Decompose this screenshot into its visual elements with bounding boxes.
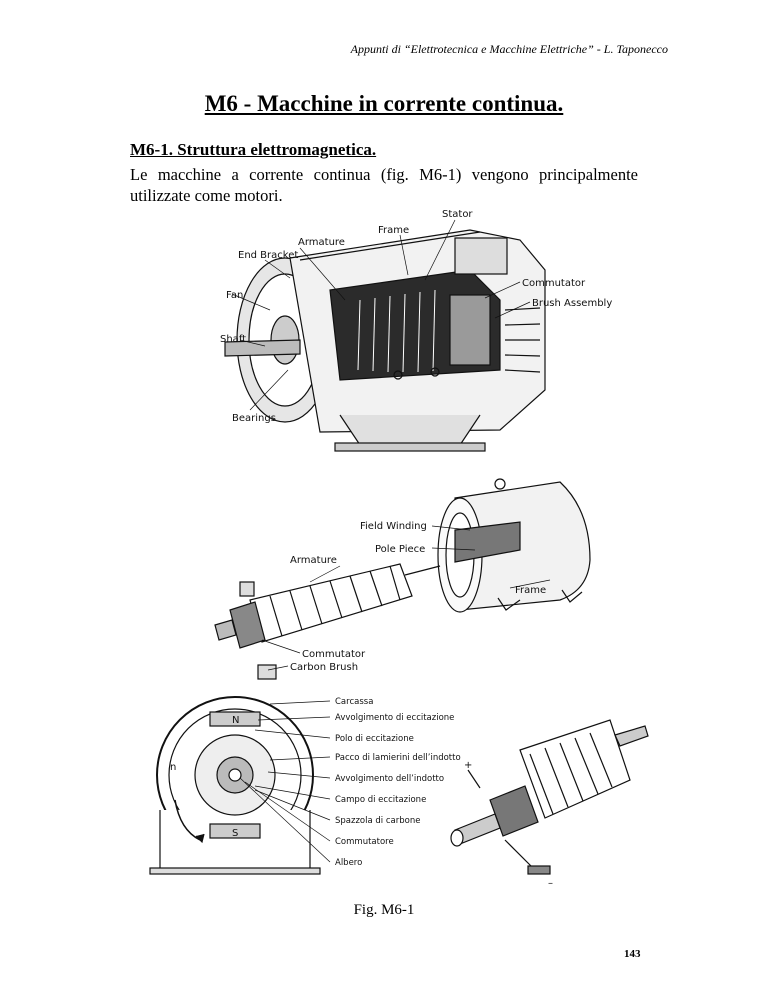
label-avvolgimento-eccitazione: Avvolgimento di eccitazione	[335, 713, 454, 723]
label-speed-n: n	[170, 762, 176, 773]
label-armature: Armature	[298, 237, 345, 248]
label-south: S	[232, 828, 238, 839]
label-pole-piece: Pole Piece	[375, 544, 425, 555]
label-armature-2: Armature	[290, 555, 337, 566]
figure-caption: Fig. M6-1	[353, 902, 415, 918]
label-bearings: Bearings	[232, 413, 276, 424]
label-carbon-brush: Carbon Brush	[290, 662, 358, 673]
label-campo: Campo di eccitazione	[335, 795, 426, 805]
label-end-bracket: End Bracket	[238, 250, 298, 261]
section-heading: M6-1. Struttura elettromagnetica.	[130, 140, 377, 159]
figure-exploded-view: Field Winding Pole Piece Armature Frame …	[0, 470, 768, 690]
label-frame: Frame	[378, 225, 409, 236]
label-spazzola: Spazzola di carbone	[335, 816, 420, 826]
motor-cutaway-drawing: Stator Frame Armature End Bracket Commut…	[220, 209, 612, 452]
label-stator: Stator	[442, 209, 473, 220]
label-minus: –	[548, 878, 553, 889]
label-commutatore: Commutatore	[335, 837, 394, 847]
label-frame-2: Frame	[515, 585, 546, 596]
running-header: Appunti di “Elettrotecnica e Macchine El…	[350, 42, 668, 56]
label-fan: Fan	[226, 290, 243, 301]
figure-cross-section: N S n Carcassa Avvolgimento di eccitazio…	[0, 690, 768, 895]
label-brush-assembly: Brush Assembly	[532, 298, 612, 309]
label-polo: Polo di eccitazione	[335, 734, 414, 744]
label-commutator: Commutator	[522, 278, 586, 289]
chapter-title: M6 - Macchine in corrente continua.	[204, 91, 564, 116]
label-albero: Albero	[335, 858, 362, 868]
label-shaft: Shaft	[220, 334, 246, 345]
label-commutator-2: Commutator	[302, 649, 366, 660]
label-field-winding: Field Winding	[360, 521, 427, 532]
label-avvolgimento-indotto: Avvolgimento dell’indotto	[335, 774, 444, 784]
label-pacco: Pacco di lamierini dell’indotto	[335, 753, 461, 763]
exploded-view-drawing: Field Winding Pole Piece Armature Frame …	[214, 478, 591, 680]
figure-motor-cutaway: Stator Frame Armature End Bracket Commut…	[0, 200, 768, 460]
cross-section-drawing: N S n Carcassa Avvolgimento di eccitazio…	[149, 696, 649, 889]
label-plus: +	[464, 760, 472, 771]
label-carcassa: Carcassa	[335, 697, 373, 707]
label-north: N	[232, 715, 239, 726]
body-paragraph: Le macchine a corrente continua (fig. M6…	[130, 165, 638, 205]
page-number: 143	[624, 948, 641, 960]
